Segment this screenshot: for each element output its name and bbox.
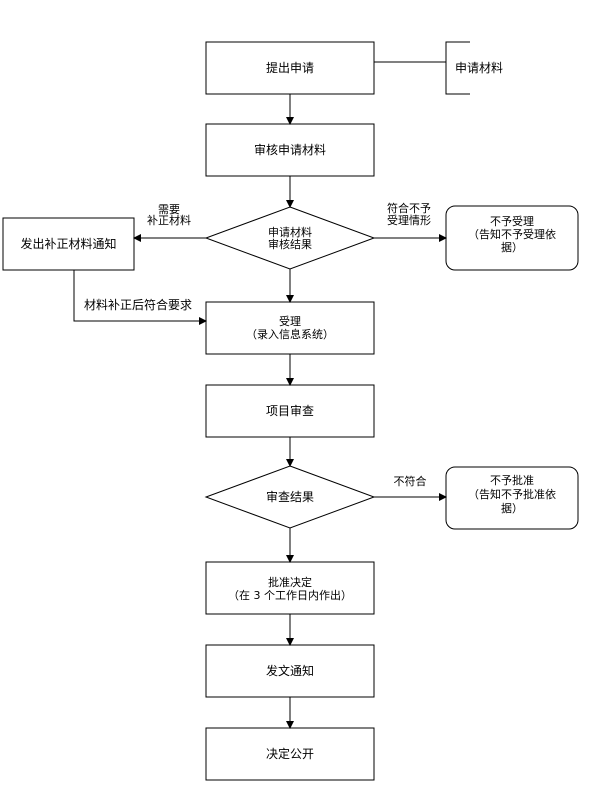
box-submit <box>205 41 375 95</box>
label-decision1-line2: 审核结果 <box>268 238 312 251</box>
label-reject-accept-1: 不予受理 <box>490 215 534 228</box>
box-review-materials <box>205 123 375 177</box>
label-accept-2: （录入信息系统） <box>246 328 334 341</box>
label-decision1-line1: 申请材料 <box>268 226 312 239</box>
label-reject-approve-3: 据） <box>501 502 523 515</box>
label-publish: 决定公开 <box>265 747 314 761</box>
label-reject-approve-1: 不予批准 <box>490 474 534 487</box>
label-reject-accept-3: 据） <box>501 241 523 254</box>
arrow-supplement-accept <box>73 270 207 325</box>
label-after-supplement: 材料补正后符合要求 <box>84 298 193 312</box>
label-materials: 申请材料 <box>455 61 504 75</box>
box-publish <box>205 727 375 781</box>
label-supplement-notice: 发出补正材料通知 <box>20 237 117 251</box>
label-meet-not-accept-2: 受理情形 <box>387 214 431 227</box>
label-submit: 提出申请 <box>265 61 314 75</box>
label-accept-1: 受理 <box>279 315 301 328</box>
label-meet-not-accept-1: 符合不予 <box>387 202 431 215</box>
box-approve <box>205 561 375 615</box>
label-need-supplement-2: 补正材料 <box>147 214 191 227</box>
label-issue-notice: 发文通知 <box>265 664 314 678</box>
box-issue-notice <box>205 644 375 698</box>
label-review-materials: 审核申请材料 <box>253 143 326 157</box>
label-need-supplement-1: 需要 <box>158 203 180 216</box>
label-decision2: 审查结果 <box>265 490 314 504</box>
label-reject-approve-2: （告知不予批准依 <box>468 488 556 501</box>
materials-bracket <box>445 41 470 95</box>
label-project-review: 项目审查 <box>265 404 314 418</box>
box-supplement-notice <box>2 217 135 271</box>
label-approve-1: 批准决定 <box>268 576 312 589</box>
label-approve-2: （在 3 个工作日内作出） <box>228 589 352 602</box>
label-reject-accept-2: （告知不予受理依 <box>468 228 556 241</box>
label-not-meet: 不符合 <box>393 475 427 488</box>
